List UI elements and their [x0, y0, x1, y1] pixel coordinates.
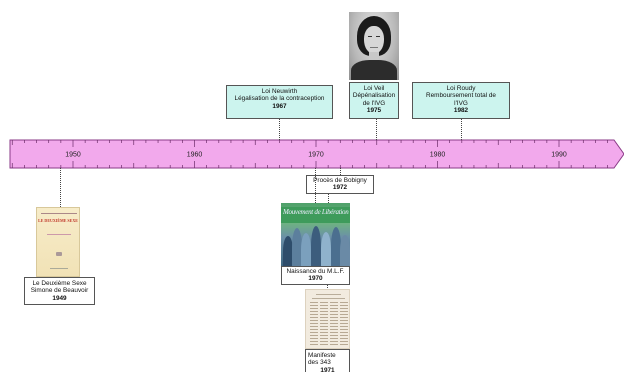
connector-line: [279, 119, 280, 140]
event-year: 1971: [320, 366, 335, 372]
connector-line: [327, 285, 328, 290]
connector-line: [315, 168, 316, 203]
timeline-year-label: 1980: [430, 152, 446, 159]
event-box-mlf: Naissance du M.L.F. 1970: [281, 266, 350, 285]
event-year: 1982: [453, 107, 469, 115]
protest-photo: Mouvement de Libération: [281, 203, 350, 266]
event-year: 1970: [308, 275, 323, 283]
connector-line: [376, 119, 377, 140]
event-description: Dépénalisation: [352, 92, 396, 100]
event-title: Loi Roudy: [446, 85, 476, 92]
event-title: Manifeste: [308, 352, 336, 359]
event-year: 1949: [52, 294, 67, 302]
event-description: Légalisation de la contraception: [234, 95, 325, 103]
timeline-year-label: 1960: [187, 152, 203, 159]
event-title: Loi Veil: [363, 85, 385, 92]
banner-text: Mouvement de Libération: [283, 208, 349, 216]
event-box-beauvoir: Le Deuxième Sexe Simone de Beauvoir 1949: [24, 277, 95, 305]
book-cover-image: LE DEUXIÈME SEXE: [36, 207, 80, 277]
event-title: Naissance du M.L.F.: [286, 268, 345, 275]
event-title: Procès de Bobigny: [313, 177, 367, 184]
event-description: l'IVG: [454, 99, 468, 107]
event-year: 1975: [366, 107, 382, 115]
event-box-bobigny: Procès de Bobigny 1972: [306, 175, 374, 194]
connector-line: [60, 168, 61, 207]
event-title: Le Deuxième Sexe: [32, 280, 87, 287]
event-description: de l'IVG: [362, 99, 386, 107]
timeline-year-label: 1990: [551, 152, 567, 159]
portrait-photo: [349, 12, 399, 80]
document-image: [305, 289, 350, 349]
event-year: 1972: [332, 184, 348, 192]
event-author: Simone de Beauvoir: [30, 287, 89, 295]
event-box-veil: Loi Veil Dépénalisation de l'IVG 1975: [349, 82, 399, 119]
timeline-year-label: 1970: [308, 152, 324, 159]
event-box-roudy: Loi Roudy Remboursement total de l'IVG 1…: [412, 82, 510, 119]
event-year: 1967: [272, 102, 287, 110]
connector-line: [328, 194, 329, 203]
event-box-neuwirth: Loi Neuwirth Légalisation de la contrace…: [226, 85, 333, 119]
event-title: Loi Neuwirth: [261, 88, 298, 95]
event-title: des 343: [308, 359, 331, 367]
timeline-year-label: 1950: [65, 152, 81, 159]
event-description: Remboursement total de: [426, 92, 496, 100]
timeline-bar: [9, 139, 624, 169]
book-cover-title: LE DEUXIÈME SEXE: [38, 218, 78, 223]
event-box-manifeste: Manifeste des 343 1971: [305, 349, 350, 372]
connector-line: [340, 168, 341, 175]
connector-line: [461, 119, 462, 140]
